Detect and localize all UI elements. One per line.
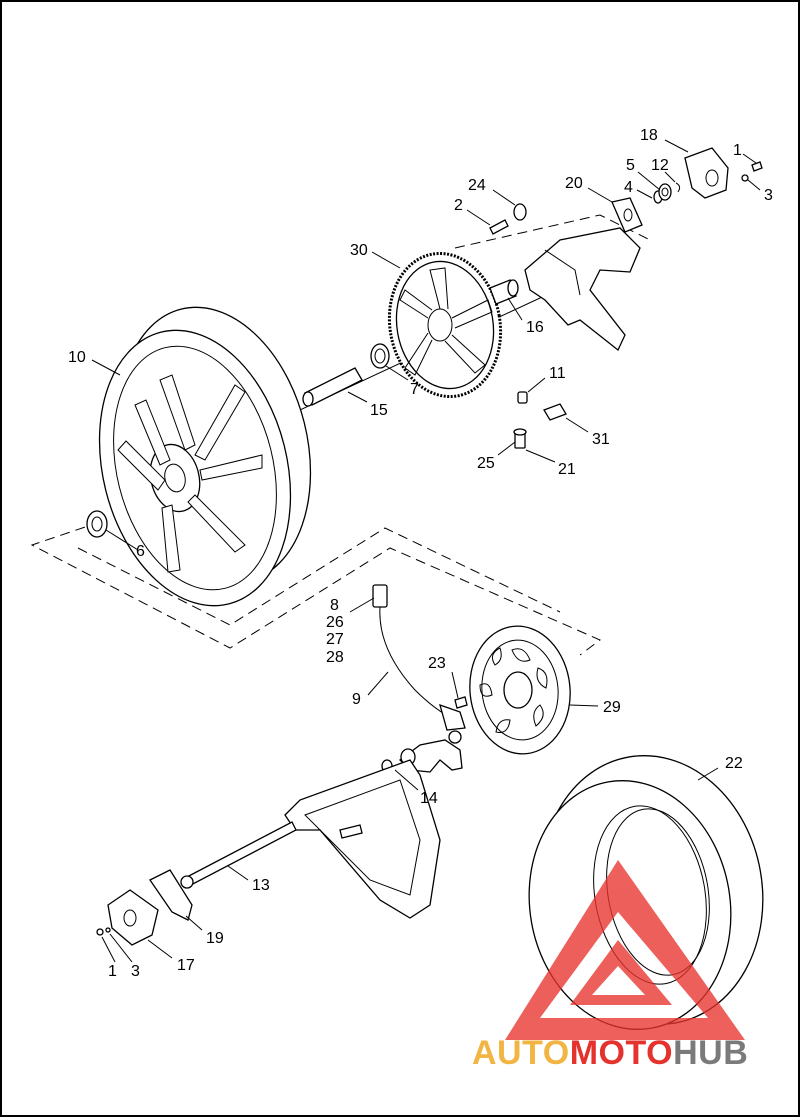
bearing-7: [370, 343, 390, 369]
callout-21: 21: [558, 461, 576, 478]
callout-9: 9: [352, 691, 361, 708]
callout-1-lower: 1: [108, 963, 117, 980]
callout-16: 16: [526, 319, 544, 336]
callout-22: 22: [725, 755, 743, 772]
spacer-block: [543, 403, 567, 421]
callout-20: 20: [565, 175, 583, 192]
screw-23: [454, 696, 468, 709]
callout-15: 15: [370, 402, 388, 419]
watermark-triangle-icon: [505, 860, 745, 1040]
spacer-tube: [302, 367, 363, 407]
brake-disc: [469, 625, 571, 755]
watermark-moto: MOTO: [570, 1034, 673, 1072]
callout-23: 23: [428, 655, 446, 672]
callout-31: 31: [592, 431, 610, 448]
cap-nut: [517, 391, 528, 404]
axle-rod: [180, 821, 297, 889]
callout-26: 26: [326, 614, 344, 631]
axle-adjuster-left: [149, 869, 193, 921]
axle-bolt: [489, 203, 527, 235]
callout-17: 17: [177, 957, 195, 974]
callout-5: 5: [626, 157, 635, 174]
callout-2: 2: [454, 197, 463, 214]
abs-sensor: [372, 584, 466, 744]
washer: [653, 182, 681, 204]
leader-lines: [91, 139, 761, 963]
callout-13: 13: [252, 877, 270, 894]
axle-adjuster-bracket: [524, 227, 641, 352]
callout-6: 6: [136, 543, 145, 560]
callout-10: 10: [68, 349, 86, 366]
callout-8: 8: [330, 597, 339, 614]
watermark-hub: HUB: [673, 1034, 748, 1072]
axle-cover-right: [684, 147, 729, 199]
callout-3-lower: 3: [131, 963, 140, 980]
caliper-bracket: [381, 739, 463, 773]
screw: [741, 161, 763, 182]
hub-spacer: [489, 279, 519, 305]
callout-3: 3: [764, 187, 773, 204]
callout-14: 14: [420, 790, 438, 807]
axle-nut: [611, 197, 643, 233]
dashed-group-lines: [30, 214, 651, 656]
callout-28: 28: [326, 649, 344, 666]
screw-left: [96, 927, 111, 936]
bearing-6: [86, 510, 108, 538]
callout-4: 4: [624, 179, 633, 196]
callout-27: 27: [326, 631, 344, 648]
callout-29: 29: [603, 699, 621, 716]
callout-11: 11: [549, 365, 566, 382]
rear-sprocket: [387, 251, 503, 399]
swingarm: [284, 759, 441, 919]
rear-wheel: [98, 306, 312, 607]
callout-labels: 1 3 18 5 12 4 20 24 2 30 16 10 7 15 11 3…: [68, 127, 773, 980]
axle-cover-left: [107, 889, 159, 946]
callout-19: 19: [206, 930, 224, 947]
watermark-auto: AUTO: [472, 1034, 570, 1072]
callout-24: 24: [468, 177, 486, 194]
watermark-logo: [505, 860, 745, 1040]
screw-21: [513, 428, 527, 449]
callout-7: 7: [410, 381, 419, 398]
callout-25: 25: [477, 455, 495, 472]
callout-1: 1: [733, 142, 742, 159]
callout-12: 12: [651, 157, 669, 174]
watermark-text: AUTOMOTOHUB: [472, 1034, 748, 1072]
callout-18: 18: [640, 127, 658, 144]
callout-30: 30: [350, 242, 368, 259]
